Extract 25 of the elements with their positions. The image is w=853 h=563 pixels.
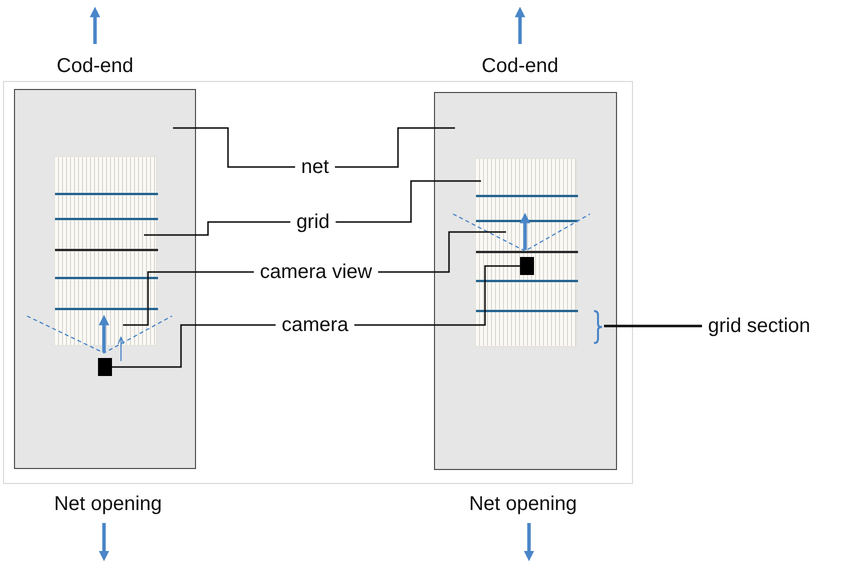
camera-block: [98, 358, 112, 376]
camera-block: [520, 257, 534, 275]
end-label: Net opening: [54, 492, 162, 517]
leader-line: [354, 265, 520, 326]
end-label: Cod-end: [56, 54, 134, 79]
grid-drawing: [475, 158, 577, 347]
part-label: net: [301, 153, 329, 181]
leader-line: [378, 231, 506, 273]
part-label: grid section: [708, 312, 810, 340]
end-label: Net opening: [469, 492, 577, 517]
leader-line: [604, 324, 702, 328]
leader-line: [112, 324, 276, 368]
bracket: [593, 310, 605, 344]
net-panel: [14, 89, 196, 469]
part-label: camera: [282, 311, 348, 339]
part-label: camera view: [260, 258, 372, 286]
leader-line: [144, 221, 290, 236]
grid-drawing: [54, 156, 157, 346]
net-panel: [434, 92, 617, 470]
leader-line: [173, 127, 296, 168]
end-label: Cod-end: [482, 54, 558, 79]
leader-line: [334, 127, 455, 168]
part-label: grid: [296, 208, 330, 236]
leader-line: [336, 180, 481, 223]
leader-line: [123, 271, 254, 326]
